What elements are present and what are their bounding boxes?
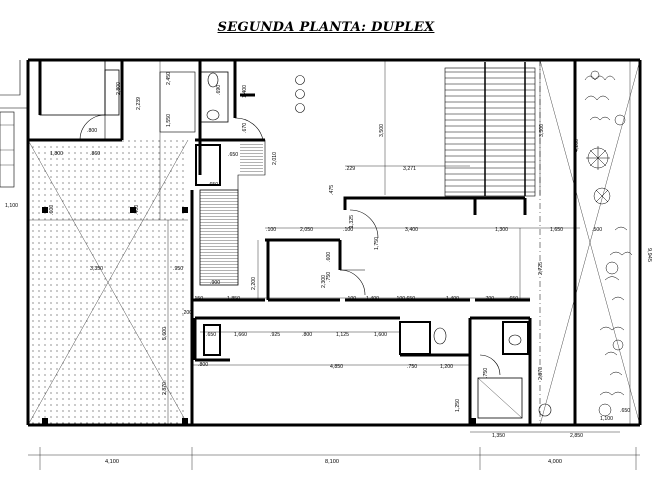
svg-text:.400: .400	[134, 205, 140, 215]
svg-text:5,600: 5,600	[162, 327, 168, 340]
svg-text:.800: .800	[198, 362, 208, 368]
svg-text:.100: .100	[343, 227, 353, 233]
svg-text:3,500: 3,500	[379, 124, 385, 137]
svg-text:4,200: 4,200	[574, 139, 580, 152]
bathrooms-lower-right	[399, 316, 552, 425]
terrace-left	[27, 139, 189, 426]
dim-bottom-2: 8,100	[325, 459, 339, 465]
svg-text:1,850: 1,850	[227, 296, 240, 302]
svg-text:4,850: 4,850	[330, 364, 343, 370]
svg-text:1,550: 1,550	[166, 114, 172, 127]
svg-text:3,500: 3,500	[539, 124, 545, 137]
interior-walls-lower	[192, 298, 530, 362]
svg-text:1,800: 1,800	[50, 151, 63, 157]
svg-text:1,325: 1,325	[349, 215, 355, 228]
svg-text:.100: .100	[346, 296, 356, 302]
staircase	[195, 139, 266, 286]
dim-bottom-1: 4,100	[105, 459, 119, 465]
svg-text:.860: .860	[90, 151, 100, 157]
svg-text:2,800: 2,800	[116, 82, 122, 95]
dim-right-total: 9,945	[646, 248, 652, 262]
dimension-labels: 4,100 8,100 4,000 9,945 1,800 .860 1,100…	[5, 72, 652, 465]
svg-text:.750: .750	[326, 272, 332, 282]
svg-text:2,450: 2,450	[166, 72, 172, 85]
svg-text:.650: .650	[228, 152, 238, 158]
svg-text:1,400: 1,400	[446, 296, 459, 302]
svg-text:.650: .650	[405, 296, 415, 302]
svg-text:2,010: 2,010	[272, 152, 278, 165]
svg-text:.750: .750	[483, 368, 489, 378]
closet-fixtures	[295, 75, 305, 113]
svg-text:.650: .650	[508, 296, 518, 302]
svg-text:.650: .650	[620, 408, 630, 414]
svg-text:1,100: 1,100	[600, 416, 613, 422]
svg-text:1,300: 1,300	[495, 227, 508, 233]
svg-text:.650: .650	[206, 332, 216, 338]
svg-text:.950: .950	[173, 266, 183, 272]
svg-text:.600: .600	[49, 205, 55, 215]
garden-right	[539, 59, 641, 426]
svg-text:.150: .150	[193, 296, 203, 302]
svg-text:2,050: 2,050	[300, 227, 313, 233]
svg-text:.800: .800	[87, 128, 97, 134]
stair-landing-topleft	[0, 60, 28, 188]
svg-text:2,200: 2,200	[251, 277, 257, 290]
svg-text:.690: .690	[216, 85, 222, 95]
svg-text:2,870: 2,870	[538, 367, 544, 380]
svg-text:2,239: 2,239	[136, 97, 142, 110]
svg-text:.200: .200	[182, 310, 192, 316]
svg-text:.600: .600	[326, 252, 332, 262]
svg-text:3,271: 3,271	[403, 166, 416, 172]
svg-text:1,200: 1,200	[440, 364, 453, 370]
svg-text:3,400: 3,400	[405, 227, 418, 233]
dimension-lines	[28, 60, 640, 470]
svg-text:1,350: 1,350	[492, 433, 505, 439]
svg-text:1,125: 1,125	[336, 332, 349, 338]
svg-text:.750: .750	[407, 364, 417, 370]
svg-text:3,350: 3,350	[90, 266, 103, 272]
svg-text:1,100: 1,100	[5, 203, 18, 209]
plan-title: SEGUNDA PLANTA: DUPLEX	[217, 20, 435, 35]
svg-text:.925: .925	[270, 332, 280, 338]
svg-text:2,850: 2,850	[570, 433, 583, 439]
bathroom-upper-left	[28, 59, 196, 142]
svg-text:.900: .900	[210, 280, 220, 286]
svg-text:2,300: 2,300	[321, 275, 327, 288]
svg-text:.229: .229	[345, 166, 355, 172]
svg-text:.800: .800	[302, 332, 312, 338]
bathroom-top-center	[195, 60, 265, 142]
upper-partitions	[343, 196, 527, 239]
svg-text:2,725: 2,725	[538, 262, 544, 275]
svg-text:1,650: 1,650	[550, 227, 563, 233]
svg-text:1,400: 1,400	[366, 296, 379, 302]
columns	[42, 207, 476, 424]
svg-text:.100: .100	[266, 227, 276, 233]
svg-text:.650: .650	[208, 182, 218, 188]
svg-text:.700: .700	[484, 296, 494, 302]
dim-bottom-3: 4,000	[548, 459, 562, 465]
central-room	[265, 238, 366, 302]
svg-text:.100: .100	[395, 296, 405, 302]
svg-text:1,660: 1,660	[234, 332, 247, 338]
svg-text:.475: .475	[329, 185, 335, 195]
svg-text:1,400: 1,400	[242, 85, 248, 98]
svg-text:.500: .500	[592, 227, 602, 233]
svg-text:1,600: 1,600	[374, 332, 387, 338]
pergola-slats	[444, 62, 536, 197]
svg-text:1,250: 1,250	[455, 399, 461, 412]
exterior-walls	[26, 58, 642, 427]
svg-text:2,870: 2,870	[162, 382, 168, 395]
svg-text:1,750: 1,750	[374, 237, 380, 250]
svg-text:.670: .670	[242, 123, 248, 133]
